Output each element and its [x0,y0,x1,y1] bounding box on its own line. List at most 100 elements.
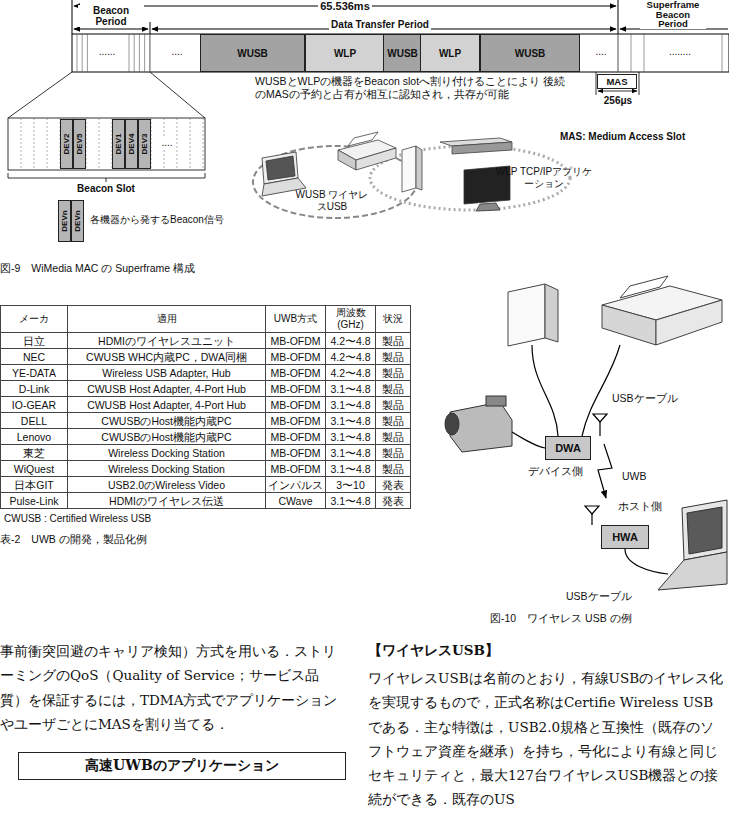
box-label: DEV2 [63,134,71,155]
table-cell: 発表 [375,476,411,493]
table-cell: Wireless Docking Station [67,460,266,477]
box-label: HWA [612,531,638,543]
annotation: USBケーブル [566,590,656,603]
table-cell: Wireless Docking Station [67,444,266,461]
table-cell: 4.2〜4.8 [325,364,376,381]
printer-large-part [656,300,722,345]
beacon-slot-row-part [21,118,203,170]
printer-icon-part [348,132,378,146]
box-label: WUSB [387,48,418,59]
table-cell: WiQuest [0,460,68,477]
body-text: ワイヤレスUSBは名前のとおり，有線USBのイヤレス化を実現するもので，正式名称… [368,666,726,812]
access-point-icon [402,146,422,192]
section-heading: 高速UWBのアプリケーション [18,752,346,780]
beacon-slot-row-part-part [47,118,48,170]
superframe-bar-part-part [134,34,135,72]
hwa-box: HWA [601,525,649,549]
beacon-slot-row-part-part [190,118,191,170]
printer-large [602,276,722,345]
printer-icon-part [338,150,356,170]
box-label: WLP [334,48,356,59]
annotation: Beacon Period [78,5,144,27]
annotation: ........ [667,46,693,59]
table-cell: 3.1〜4.8 [325,412,376,429]
table-cell: Lenovo [0,428,68,445]
usb-cable-part [625,549,668,574]
mas-box: MAS [597,74,637,89]
timeline-header-part [618,0,619,34]
annotation: MAS: Medium Access Slot [560,131,725,144]
beacon-zoom-lines-part [8,72,72,118]
table-cell: Pulse-Link [0,492,68,509]
laptop-large-part [658,552,727,590]
box-label: WLP [439,48,461,59]
table-header: メーカ [0,305,68,333]
beacon-slot-row-part-part [21,118,22,170]
wusb-ring [253,146,417,218]
table-cell: Wireless USB Adapter, Hub [67,364,266,381]
mas-bracket [596,72,639,95]
beacon-slot: DEV1 [112,119,125,169]
antenna-part [585,506,599,514]
table-cell: MB-OFDM [265,332,326,349]
table-cell: HDMIのワイヤレスユニット [67,332,266,349]
table-cell: 東芝 [0,444,68,461]
table-cell: D-Link [0,380,68,397]
table-cell: 3.1〜4.8 [325,380,376,397]
box-label: DWA [555,442,581,454]
table-cell: 3.1〜4.8 [325,396,376,413]
superframe-bar-part-part [150,34,151,72]
box-label: WUSB [237,48,268,59]
annotation: ホスト側 [618,500,688,513]
superframe-bar-part-part [82,34,83,72]
beacon-slot-row [8,118,205,170]
annotation: WLP TCP/IPアプリケーション [492,166,596,190]
laptop-large [658,500,727,590]
table-cell: CWUSB Host Adapter, 4-Port Hub [67,396,266,413]
table-cell: 3.1〜4.8 [325,492,376,509]
table-header: 適用 [67,305,266,333]
laptop-large-part [682,500,727,560]
wusb-slot: WUSB [383,34,422,72]
beacon-signal-sample: DEVn [58,200,71,242]
table-cell: 製品 [375,364,411,381]
annotation: WUSBとWLPの機器をBeacon slotへ割り付けることにより 後続のMA… [255,75,570,101]
laptop-icon-part [266,156,295,180]
annotation: デバイス側 [528,465,594,478]
superframe-bar-part-part [139,34,140,72]
annotation: ...... [97,46,118,59]
mas-bracket-part [598,91,637,92]
superframe-bar-part-part [87,34,88,72]
wusb-slot: WUSB [480,34,580,72]
table-cell: 発表 [375,492,411,509]
printer-icon-part [356,148,396,170]
table-cell: CWave [265,492,326,509]
annotation: 表-2 UWB の開発，製品化例 [0,533,300,546]
annotation: CWUSB : Certified Wireless USB [4,513,304,526]
annotation: 図-10 ワイヤレス USB の例 [490,612,726,625]
annotation: 65.536ms [318,0,372,14]
superframe-bar-part-part [644,34,645,72]
usb-cable-part [512,432,545,448]
antenna-part [593,414,607,422]
box-label: WUSB [515,48,546,59]
beacon-slot-row-part [8,118,205,170]
dvd-icon [440,138,512,154]
table-cell: 3〜10 [325,476,376,493]
dwa-box: DWA [545,436,591,460]
box-label: DEV3 [141,134,149,155]
table-cell: 4.2〜4.8 [325,348,376,365]
dvd-icon-part [452,142,512,154]
beacon-slot-row-part-part [203,118,204,170]
table-cell: HDMIのワイヤレス伝送 [67,492,266,509]
usb-cable-part [532,345,558,436]
table-cell: MB-OFDM [265,412,326,429]
annotation: 256μs [592,95,644,108]
printer-large-part [602,305,656,345]
table-cell: MB-OFDM [265,380,326,397]
beacon-slot: DEV4 [125,119,138,169]
table-cell: MB-OFDM [265,396,326,413]
camera-icon-part [450,402,512,452]
wlp-slot: WLP [420,34,480,72]
